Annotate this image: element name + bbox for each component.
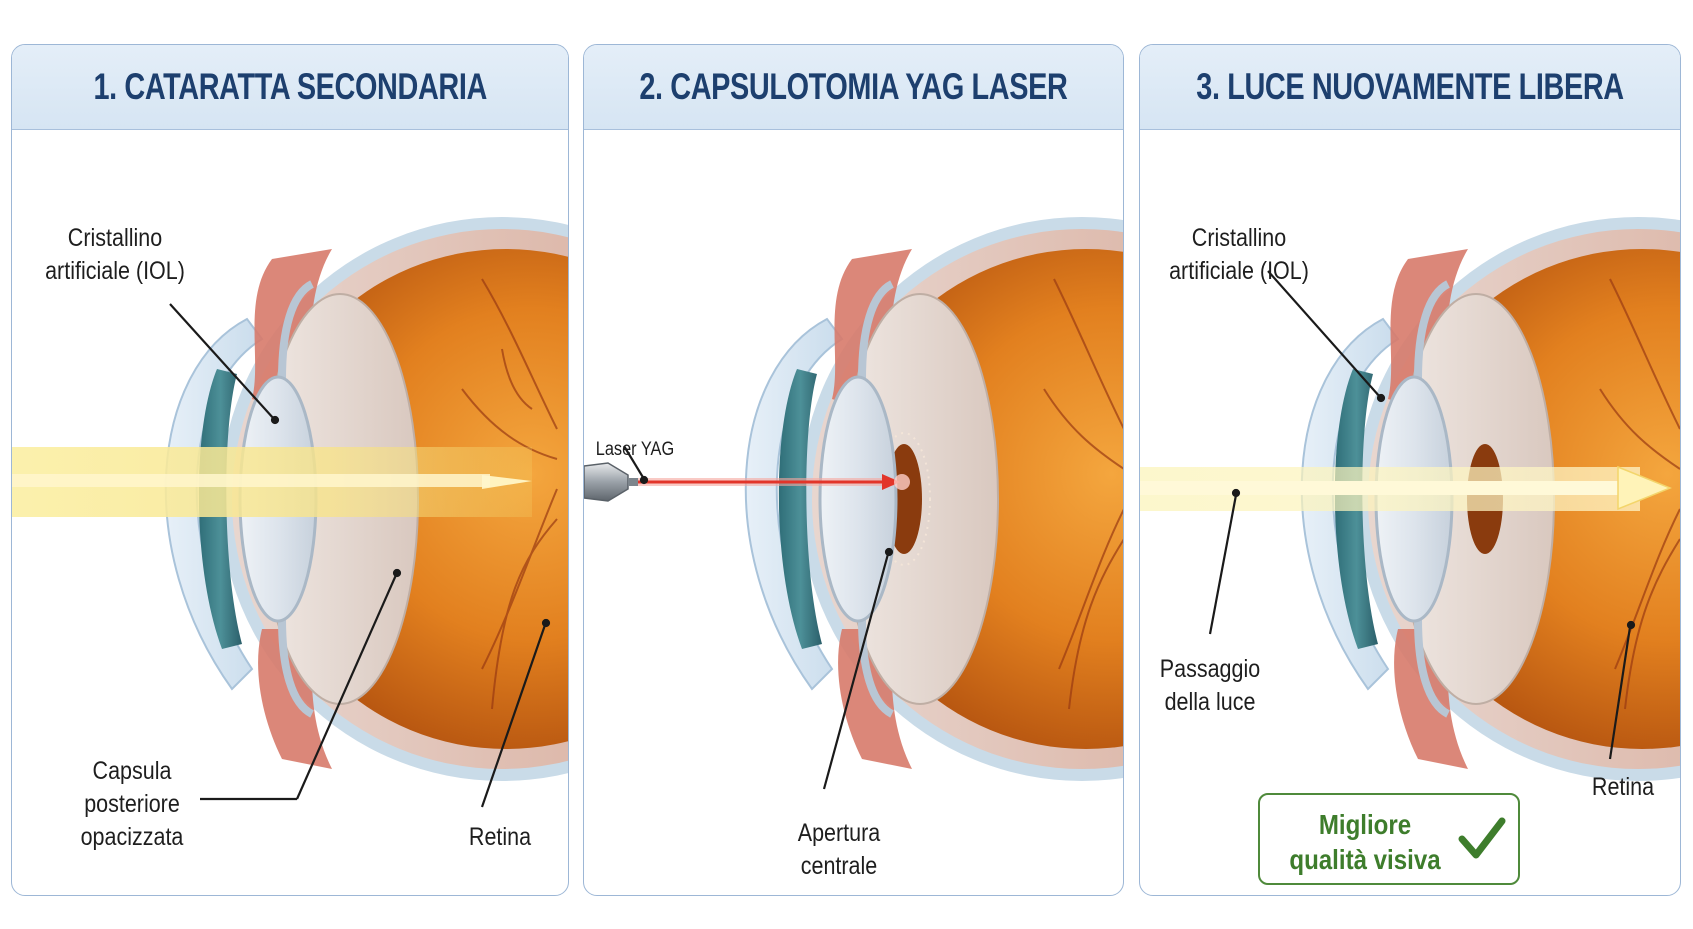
badge-text: Migliore qualità visiva [1289, 809, 1441, 875]
panel-secondary-cataract: 1. CATARATTA SECONDARIA [11, 44, 569, 896]
label-central-opening: Apertura centrale [797, 819, 881, 880]
leader-lines [623, 445, 894, 790]
label-laser-yag: Laser YAG [595, 439, 675, 460]
panel-header: 3. LUCE NUOVAMENTE LIBERA [1140, 45, 1680, 130]
laser-probe-icon [584, 462, 638, 502]
iol-lens [818, 375, 898, 623]
label-light-passage: Passaggio della luce [1159, 655, 1261, 716]
leader-lines [169, 303, 551, 808]
label-iol: Cristallino artificiale (IOL) [1169, 224, 1309, 285]
leader-lines [1208, 270, 1636, 760]
panel-title: 2. CAPSULOTOMIA YAG LASER [639, 66, 1068, 107]
eye-illustration [584, 217, 1123, 790]
iol-haptic-bottom [278, 618, 315, 718]
eye-illustration [12, 217, 568, 808]
light-arrowhead [482, 475, 532, 489]
retina-vessels [461, 278, 558, 710]
retina-vessels [1599, 278, 1680, 710]
visual-quality-badge: Migliore qualità visiva [1258, 793, 1520, 885]
label-retina: Retina [1591, 773, 1655, 801]
light-arrowhead [1617, 465, 1673, 511]
panel-yag-capsulotomy: 2. CAPSULOTOMIA YAG LASER [583, 44, 1124, 896]
light-beam-core [1140, 481, 1630, 495]
panel-header: 2. CAPSULOTOMIA YAG LASER [584, 45, 1123, 130]
label-retina: Retina [468, 823, 532, 851]
retina-vessels [1043, 278, 1123, 710]
panel-title: 1. CATARATTA SECONDARIA [93, 66, 487, 107]
iris [778, 369, 822, 649]
panel-header: 1. CATARATTA SECONDARIA [12, 45, 568, 130]
eye-illustration [1140, 217, 1680, 781]
ciliary-body-top [252, 249, 332, 419]
label-opacified-capsule: Capsula posteriore opacizzata [80, 757, 184, 851]
check-icon [1458, 817, 1506, 859]
iol-haptic-top [278, 280, 315, 380]
laser-arrowhead [882, 474, 900, 490]
panel-light-free: 3. LUCE NUOVAMENTE LIBERA [1139, 44, 1681, 896]
label-iol: Cristallino artificiale (IOL) [45, 224, 185, 285]
panel-title: 3. LUCE NUOVAMENTE LIBERA [1196, 66, 1624, 107]
